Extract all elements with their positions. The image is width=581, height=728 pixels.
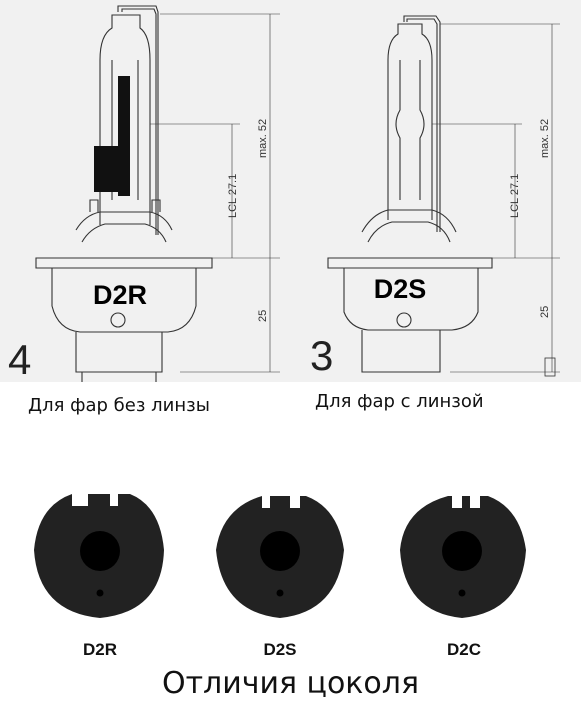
bulb-d2r-outline <box>35 5 213 382</box>
footer-title: Отличия цоколя <box>161 666 420 701</box>
d2s-max-dimension: max. 52 <box>539 119 551 158</box>
d2s-base-dimension: 25 <box>539 306 551 318</box>
d2r-base-dimension: 25 <box>257 310 269 322</box>
bulb-d2s-outline <box>327 15 493 373</box>
d2r-max-dimension: max. 52 <box>257 119 269 158</box>
bulb-d2r-label: D2R <box>92 280 147 310</box>
caption-right: Для фар с линзой <box>315 391 484 412</box>
socket-d2c-label: D2C <box>446 640 481 659</box>
caption-left: Для фар без линзы <box>28 395 210 416</box>
d2r-lcl-dimension: LCL 27.1 <box>227 174 239 218</box>
bulb-d2s-label: D2S <box>373 274 427 304</box>
bulb-d2r-number: 4 <box>8 336 32 383</box>
d2s-lcl-dimension: LCL 27.1 <box>509 174 521 218</box>
socket-d2r-label: D2R <box>82 640 117 659</box>
socket-d2s-label: D2S <box>263 640 297 659</box>
bulb-technical-drawing: LCL 27.1 max. 52 25 LCL 27.1 max. 52 25 <box>35 5 560 382</box>
bulb-d2s-number: 3 <box>310 332 334 379</box>
